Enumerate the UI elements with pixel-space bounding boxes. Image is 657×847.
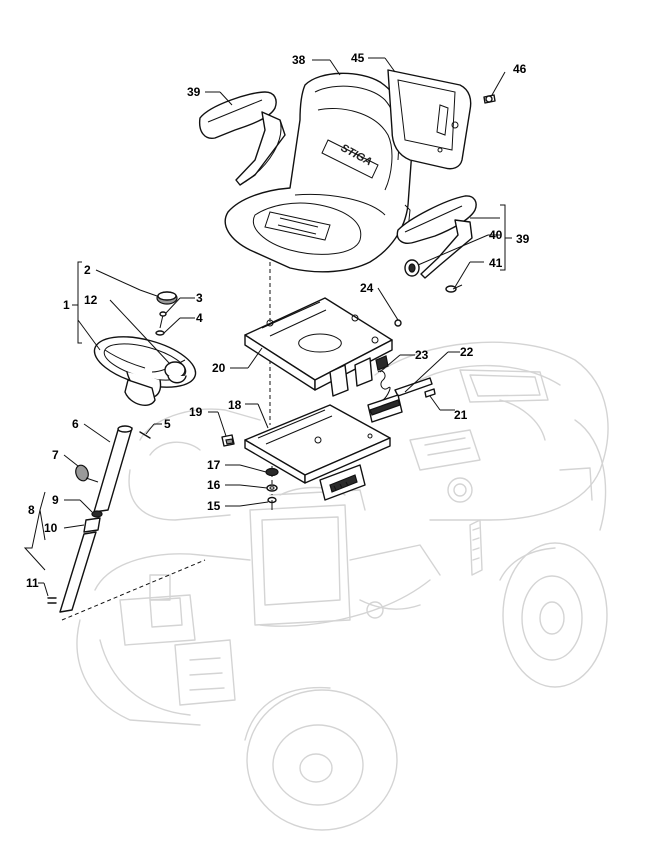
part-label: 10 <box>44 521 58 535</box>
part-label: 5 <box>164 417 171 431</box>
seat-adjust-handle <box>367 377 433 423</box>
screw-3 <box>159 311 167 329</box>
spring-23 <box>375 355 391 401</box>
part-labels: 38 45 46 39 39 40 41 24 20 23 22 21 18 1… <box>26 51 530 590</box>
lower-shaft <box>59 531 97 613</box>
steering-cap <box>164 361 187 384</box>
part-label: 39 <box>516 232 530 246</box>
cap-2 <box>156 291 178 305</box>
seat: STIGA <box>224 72 413 273</box>
tractor-body-ghost <box>76 341 609 831</box>
seat-base-plate <box>244 404 391 501</box>
part-label: 23 <box>415 348 429 362</box>
part-label: 19 <box>189 405 203 419</box>
steering-column <box>93 425 133 513</box>
part-label: 2 <box>84 263 91 277</box>
screw-41 <box>445 284 463 293</box>
part-label: 20 <box>212 361 226 375</box>
part-label: 41 <box>489 256 503 270</box>
part-label: 8 <box>28 503 35 517</box>
part-label: 39 <box>187 85 201 99</box>
part-label: 18 <box>228 398 242 412</box>
part-label: 17 <box>207 458 221 472</box>
part-label: 3 <box>196 291 203 305</box>
washer-4 <box>155 330 165 336</box>
part-label: 11 <box>26 576 39 590</box>
part-label: 22 <box>460 345 474 359</box>
part-label: 21 <box>454 408 468 422</box>
part-label: 4 <box>196 311 203 325</box>
part-label: 1 <box>63 298 70 312</box>
part-label: 15 <box>207 499 221 513</box>
washer-17 <box>265 467 279 477</box>
knob-7 <box>75 464 99 483</box>
bushing-10 <box>83 517 101 533</box>
washer-16 <box>266 484 278 492</box>
screw-21 <box>424 388 436 398</box>
part-label: 7 <box>52 448 59 462</box>
armrest-left <box>198 91 286 186</box>
bolt-15 <box>267 496 277 510</box>
part-label: 38 <box>292 53 306 67</box>
part-label: 9 <box>52 493 59 507</box>
part-label: 16 <box>207 478 221 492</box>
knob-40 <box>404 259 420 277</box>
pin-5 <box>139 431 151 439</box>
leaders <box>23 57 512 597</box>
part-label: 40 <box>489 228 503 242</box>
part-label: 45 <box>351 51 365 65</box>
part-label: 12 <box>84 293 98 307</box>
bushing-9 <box>91 510 103 518</box>
part-label: 46 <box>513 62 527 76</box>
armrest-right <box>396 195 477 279</box>
seat-slide-plate <box>244 297 393 397</box>
bolt-46 <box>483 94 496 104</box>
bolt-20 <box>221 434 235 447</box>
part-label: 6 <box>72 417 79 431</box>
nut-24 <box>394 319 402 327</box>
seat-back-bracket <box>387 69 472 170</box>
column-axis-line <box>61 559 206 621</box>
part-label: 24 <box>360 281 374 295</box>
pin-11 <box>47 597 57 604</box>
